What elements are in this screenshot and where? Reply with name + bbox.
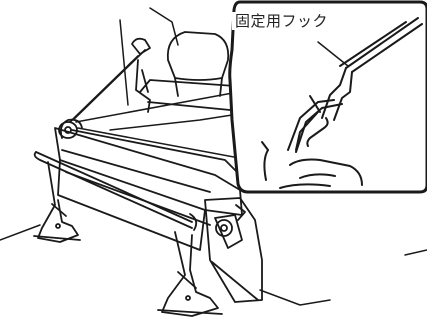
- fixing-hook-label: 固定用フック: [232, 12, 332, 30]
- right-leg: [157, 231, 223, 317]
- left-leg: [33, 161, 81, 243]
- hook-detail: [261, 17, 423, 189]
- label-leader: [317, 41, 349, 67]
- upper-strap: [69, 37, 151, 123]
- hinge-bracket: [204, 197, 263, 303]
- callout-leader: [75, 91, 251, 161]
- rear-seat: [139, 31, 241, 111]
- seat-cushion: [54, 118, 243, 251]
- support-bar: [33, 151, 198, 231]
